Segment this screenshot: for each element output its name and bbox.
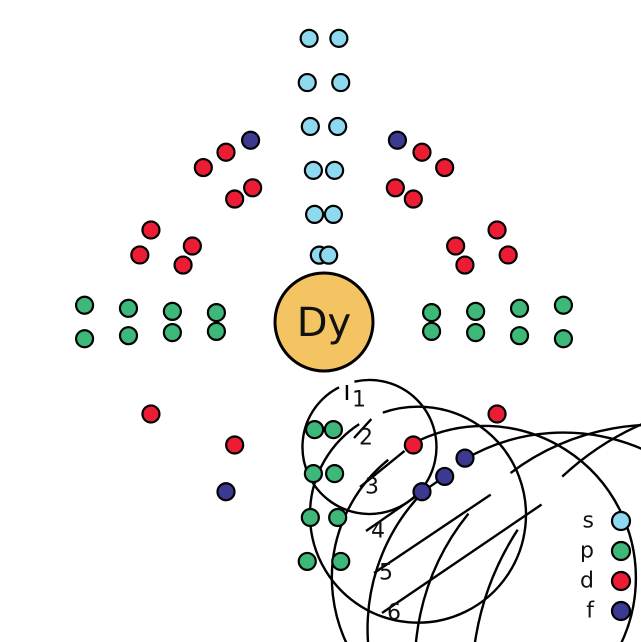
electron-d-shell4-12 xyxy=(130,245,150,265)
electron-p-shell2-2 xyxy=(206,321,227,342)
shell-ring-1 xyxy=(301,378,438,516)
nucleus-group: Dy xyxy=(273,271,375,373)
shell-leader-5 xyxy=(373,493,492,574)
shell-number-label-5: 5 xyxy=(379,561,393,586)
electron-d-shell4-16 xyxy=(141,404,161,424)
electron-f-shell4-23 xyxy=(455,448,475,468)
nucleus-circle xyxy=(273,271,375,373)
electron-p-shell5-6 xyxy=(331,551,351,572)
electron-p-shell2-7 xyxy=(304,419,325,440)
electron-s-shell4-1 xyxy=(328,116,348,137)
electron-p-shell4-7 xyxy=(300,507,320,528)
electron-f-shell4-18 xyxy=(240,130,261,150)
electron-p-shell4-3 xyxy=(118,298,139,318)
electron-p-shell3-7 xyxy=(303,464,323,484)
electron-d-shell3-17 xyxy=(403,435,423,455)
electron-p-shell4-6 xyxy=(328,507,348,528)
shell-ring-3 xyxy=(330,424,638,642)
legend-label-p: p xyxy=(580,539,594,564)
legend-label-d: d xyxy=(580,569,594,594)
electron-s-shell5-0 xyxy=(297,72,317,93)
electron-p-shell2-5 xyxy=(421,321,442,342)
shell-number-label-3: 3 xyxy=(365,475,379,500)
shell-leader-3 xyxy=(359,449,406,488)
electron-d-shell4-13 xyxy=(141,220,161,240)
shell-leader-6 xyxy=(381,503,543,614)
electron-d-shell3-8 xyxy=(225,189,245,209)
legend-swatch-d-icon xyxy=(610,570,632,592)
electron-d-shell3-15 xyxy=(455,255,475,275)
electron-s-shell2-1 xyxy=(323,204,344,225)
electron-d-shell3-9 xyxy=(243,178,263,198)
electron-p-shell2-4 xyxy=(421,302,442,323)
electron-p-shell3-6 xyxy=(325,464,345,484)
electron-s-shell2-0 xyxy=(304,204,325,225)
electron-p-shell5-4 xyxy=(553,295,574,315)
electron-s-shell3-0 xyxy=(303,160,323,180)
electron-d-shell3-14 xyxy=(446,236,466,256)
shell-number-label-2: 2 xyxy=(359,426,373,451)
electron-f-shell4-22 xyxy=(435,466,455,487)
electron-d-shell3-10 xyxy=(385,178,405,198)
electron-p-shell4-4 xyxy=(509,298,530,318)
electron-f-shell4-20 xyxy=(216,482,236,502)
electron-f-shell4-21 xyxy=(412,482,432,502)
shell-leader-4 xyxy=(365,475,446,532)
electron-p-shell4-5 xyxy=(509,326,530,346)
electron-d-shell3-11 xyxy=(403,189,423,209)
electron-p-shell2-3 xyxy=(206,302,227,323)
electron-p-shell5-3 xyxy=(74,295,95,315)
electron-d-shell4-14 xyxy=(487,220,507,240)
electron-p-shell3-2 xyxy=(162,323,182,343)
electron-p-shell3-3 xyxy=(162,301,182,321)
legend-label-s: s xyxy=(583,509,594,534)
electrons-layer xyxy=(74,28,574,572)
shell-number-label-1: 1 xyxy=(352,388,366,413)
electron-d-shell4-17 xyxy=(487,404,507,424)
electron-s-shell6-1 xyxy=(329,28,349,48)
electron-s-shell4-0 xyxy=(300,116,320,137)
electron-d-shell4-8 xyxy=(193,157,213,178)
electron-p-shell3-4 xyxy=(466,301,486,321)
electron-p-shell2-6 xyxy=(323,419,344,440)
legend-swatch-p-icon xyxy=(610,540,632,562)
nucleus-element-symbol: Dy xyxy=(297,300,351,346)
electron-p-shell5-7 xyxy=(297,551,317,572)
shell-ring-5 xyxy=(414,423,641,642)
shell-ring-4 xyxy=(366,431,641,642)
electron-f-shell4-19 xyxy=(387,130,408,150)
legend-swatch-f-icon xyxy=(610,600,632,622)
legend-label-f: f xyxy=(586,599,595,624)
electron-s-shell3-1 xyxy=(325,160,345,180)
electron-s-shell6-0 xyxy=(299,28,319,48)
electron-d-shell3-16 xyxy=(225,435,245,455)
electron-p-shell5-5 xyxy=(553,329,574,349)
shell-labels-layer: 1 2 3 4 5 6 xyxy=(352,388,401,626)
electron-d-shell4-11 xyxy=(435,157,455,178)
legend-swatch-s-icon xyxy=(610,510,632,532)
electron-d-shell4-15 xyxy=(498,245,518,265)
electron-s-shell5-1 xyxy=(331,72,351,93)
electron-p-shell4-2 xyxy=(118,326,139,346)
electron-p-shell5-2 xyxy=(74,329,95,349)
electron-d-shell4-9 xyxy=(216,142,236,162)
shell-leader-2 xyxy=(353,418,373,439)
electron-p-shell3-5 xyxy=(466,323,486,343)
shell-number-label-6: 6 xyxy=(387,601,401,626)
electron-d-shell3-12 xyxy=(173,255,193,275)
electron-s-shell1-1 xyxy=(319,245,339,265)
electron-d-shell4-10 xyxy=(412,142,432,162)
shell-number-label-4: 4 xyxy=(371,519,385,544)
electron-d-shell3-13 xyxy=(182,236,202,256)
